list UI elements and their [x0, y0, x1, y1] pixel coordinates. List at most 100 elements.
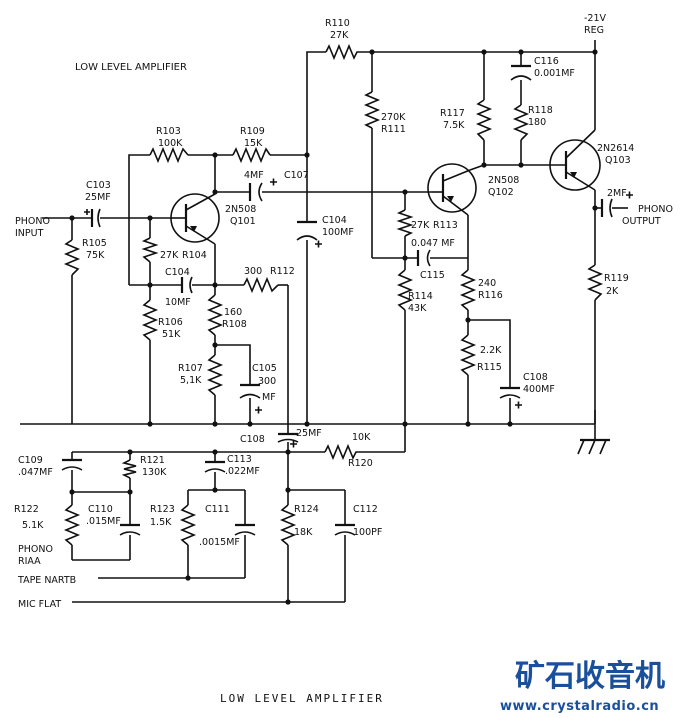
- r105-symbol: [63, 239, 81, 276]
- c105-unit: MF: [262, 392, 276, 403]
- r117-ref: R117: [440, 108, 465, 119]
- c115-symbol: [416, 249, 431, 267]
- phono-riaa-label-1: PHONO: [18, 544, 53, 555]
- q102-type: 2N508: [488, 175, 519, 186]
- c113-value: .022MF: [225, 466, 260, 477]
- c108b-symbol: [277, 432, 299, 443]
- c112-symbol: [334, 523, 356, 536]
- r119-ref: R119: [604, 273, 629, 284]
- resistors: [63, 43, 604, 546]
- r116-value: 240: [478, 278, 496, 289]
- c108a-ref: C108: [523, 372, 548, 383]
- c103-ref: C103: [86, 180, 111, 191]
- r103-ref: R103: [156, 126, 181, 137]
- supply-voltage: -21V: [584, 13, 607, 24]
- c104a-value: 100MF: [322, 227, 354, 238]
- r115-symbol: [459, 334, 477, 376]
- c104a-ref: C104: [322, 215, 347, 226]
- r103-value: 100K: [158, 138, 183, 149]
- r104-ref: R104: [182, 250, 207, 261]
- tape-nartb-label: TAPE NARTB: [17, 575, 76, 586]
- r118-value: 180: [528, 117, 546, 128]
- phono-input-label-1: PHONO: [15, 216, 50, 227]
- watermark-url: www.crystalradio.cn: [500, 699, 659, 714]
- junctions: [69, 49, 598, 605]
- transistors: [170, 129, 601, 245]
- c112-value: 100PF: [353, 527, 382, 538]
- r109-value: 15K: [244, 138, 263, 149]
- c104b-ref: C104: [165, 267, 190, 278]
- supply-labels: -21V REG: [584, 13, 607, 36]
- r108-value: 160: [224, 307, 242, 318]
- c-out-symbol: [600, 198, 613, 218]
- c110-value: .015MF: [86, 516, 121, 527]
- r118-symbol: [512, 104, 530, 141]
- q103-ref: Q103: [605, 155, 631, 166]
- c103-symbol: [90, 208, 101, 228]
- r104-symbol: [141, 237, 159, 263]
- c104b-value: 10MF: [165, 297, 191, 308]
- r114-symbol: [396, 269, 414, 311]
- r120-ref: R120: [348, 458, 373, 469]
- q103-symbol: [548, 129, 601, 191]
- r105-value: 75K: [86, 250, 105, 261]
- r117-symbol: [475, 99, 493, 141]
- r104-value: 27K: [160, 250, 179, 261]
- r112-symbol: [243, 276, 279, 294]
- c116-value: 0.001MF: [534, 68, 575, 79]
- r114-ref: R114: [408, 291, 433, 302]
- r105-ref: R105: [82, 238, 107, 249]
- c105-symbol: [239, 383, 261, 399]
- r107-ref: R107: [178, 363, 203, 374]
- r115-ref: R115: [477, 362, 502, 373]
- component-labels: R110 27K R103 100K R109 15K 270K R111 R1…: [14, 18, 634, 548]
- c105-value: 300: [258, 376, 276, 387]
- r120-value: 10K: [352, 432, 371, 443]
- r113-value: 27K: [411, 220, 430, 231]
- capacitors: [61, 64, 633, 536]
- r119-value: 2K: [606, 286, 619, 297]
- c115-value: 0.047 MF: [411, 238, 455, 249]
- r114-value: 43K: [408, 303, 427, 314]
- r123-ref: R123: [150, 504, 175, 515]
- r107-value: 5,1K: [180, 375, 202, 386]
- phono-riaa-label-2: RIAA: [18, 556, 41, 567]
- r116-symbol: [459, 269, 477, 311]
- r113-symbol: [396, 209, 414, 237]
- c112-ref: C112: [353, 504, 378, 515]
- r109-ref: R109: [240, 126, 265, 137]
- q102-ref: Q102: [488, 187, 514, 198]
- c109-symbol: [61, 458, 83, 471]
- c110-ref: C110: [88, 504, 113, 515]
- c109-value: .047MF: [18, 467, 53, 478]
- phono-input-label-2: INPUT: [15, 228, 44, 239]
- c107-ref: C107: [284, 170, 309, 181]
- r124-symbol: [279, 504, 297, 546]
- r106-symbol: [141, 299, 159, 341]
- c111-symbol: [234, 523, 256, 536]
- figure-caption: LOW LEVEL AMPLIFIER: [220, 692, 384, 705]
- c116-ref: C116: [534, 56, 559, 67]
- r120-symbol: [324, 443, 360, 461]
- r112-value: 300: [244, 266, 262, 277]
- phono-output-label-2: OUTPUT: [622, 216, 661, 227]
- ground-symbol: [577, 438, 610, 455]
- c108b-value: 25MF: [296, 428, 322, 439]
- supply-label: REG: [584, 25, 604, 36]
- page-title: LOW LEVEL AMPLIFIER: [75, 62, 187, 73]
- c-out-value: 2MF: [607, 188, 627, 199]
- r122-symbol: [63, 504, 81, 546]
- c108b-ref: C108: [240, 434, 265, 445]
- r121-ref: R121: [140, 455, 165, 466]
- phono-output-label-1: PHONO: [638, 204, 673, 215]
- c103-value: 25MF: [85, 192, 111, 203]
- r122-ref: R122: [14, 504, 39, 515]
- r110-ref: R110: [325, 18, 350, 29]
- c109-ref: C109: [18, 455, 43, 466]
- r118-ref: R118: [528, 105, 553, 116]
- c111-value: .0015MF: [199, 537, 240, 548]
- c113-ref: C113: [227, 454, 252, 465]
- c113-symbol: [204, 460, 226, 473]
- r106-value: 51K: [162, 329, 181, 340]
